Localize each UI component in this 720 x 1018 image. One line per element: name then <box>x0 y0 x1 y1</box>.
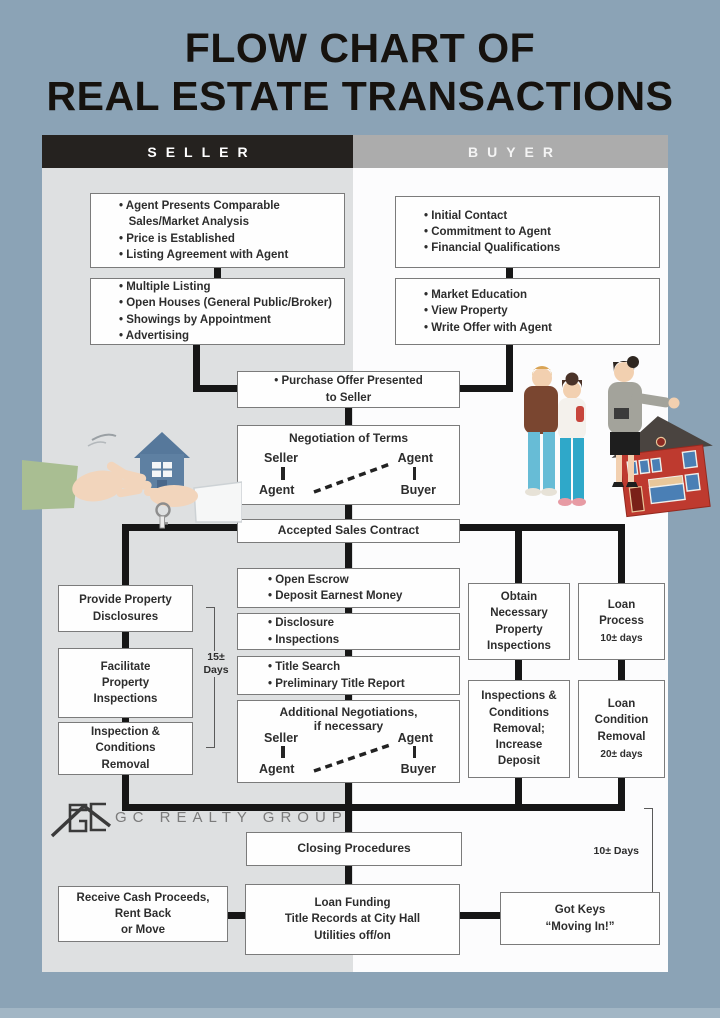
negotiation-left-bar <box>281 467 285 480</box>
negotiation-seller-agent-label: Agent <box>259 483 295 497</box>
additional-buyer-label: Buyer <box>400 762 436 776</box>
box-title-search: • Title Search • Preliminary Title Repor… <box>237 656 460 695</box>
box-open-escrow: • Open Escrow • Deposit Earnest Money <box>237 568 460 608</box>
connector <box>460 912 500 919</box>
title-line2: REAL ESTATE TRANSACTIONS <box>46 73 674 120</box>
connector <box>460 524 625 531</box>
box-loan-process: Loan Process 10± days <box>578 583 665 660</box>
gc-monogram-icon <box>50 802 112 838</box>
label-15-days: 15± Days <box>196 651 236 678</box>
connector <box>122 804 625 811</box>
loan-process-days: 10± days <box>600 633 643 645</box>
bracket-15-days <box>206 607 215 748</box>
connector <box>345 866 352 884</box>
connector <box>345 608 352 615</box>
additional-left-bar <box>281 746 285 758</box>
negotiation-right-bar <box>412 467 416 480</box>
connector <box>122 632 129 648</box>
connector <box>515 778 522 811</box>
box-inspection-conditions-removal: Inspection & Conditions Removal <box>58 722 193 775</box>
connector <box>193 385 237 392</box>
hands-keys-illustration <box>22 432 242 529</box>
connector <box>214 268 221 278</box>
connector <box>345 543 352 568</box>
seller-column-header: SELLER <box>42 135 353 168</box>
loan-condition-label: Loan Condition Removal <box>594 697 649 743</box>
additional-right-bar <box>412 746 416 758</box>
loan-condition-days: 20± days <box>600 748 643 760</box>
box-multiple-listing: • Multiple Listing • Open Houses (Genera… <box>90 278 345 345</box>
negotiation-seller-label: Seller <box>264 451 299 465</box>
connector <box>515 660 522 680</box>
house-viewing-illustration <box>524 356 713 518</box>
connector <box>122 775 129 811</box>
negotiation-agent-label: Agent <box>397 451 433 465</box>
box-agent-presents-comparable: • Agent Presents Comparable Sales/Market… <box>90 193 345 268</box>
negotiation-title: Negotiation of Terms <box>288 431 409 445</box>
additional-dashed-line <box>313 743 391 773</box>
bottom-edge-strip <box>0 1008 720 1018</box>
connector <box>345 505 352 519</box>
box-got-keys: Got Keys “Moving In!” <box>500 892 660 945</box>
connector <box>122 715 129 724</box>
connector <box>122 524 237 531</box>
connector <box>515 524 522 583</box>
box-disclosure-inspections: • Disclosure • Inspections <box>237 613 460 650</box>
box-negotiation-of-terms: Negotiation of Terms Seller Agent Agent … <box>237 425 460 505</box>
connector <box>618 778 625 811</box>
connector <box>460 385 513 392</box>
connector <box>506 345 513 392</box>
connector <box>228 912 245 919</box>
connector <box>345 408 352 425</box>
connector <box>345 650 352 658</box>
connector <box>193 345 200 392</box>
loan-process-label: Loan Process <box>599 598 644 627</box>
box-provide-disclosures: Provide Property Disclosures <box>58 585 193 632</box>
box-market-education: • Market Education • View Property • Wri… <box>395 278 660 345</box>
additional-seller-label: Seller <box>264 731 299 745</box>
connector <box>345 695 352 702</box>
logo-text: GC REALTY GROUP <box>115 809 348 826</box>
connector <box>618 524 625 583</box>
box-purchase-offer: • Purchase Offer Presented to Seller <box>237 371 460 408</box>
title-line1: FLOW CHART OF <box>184 25 536 71</box>
box-accepted-sales-contract: Accepted Sales Contract <box>237 519 460 543</box>
bracket-10-days <box>644 808 653 905</box>
additional-seller-agent-label: Agent <box>259 762 295 776</box>
negotiation-buyer-label: Buyer <box>400 483 436 497</box>
connector <box>506 268 513 278</box>
additional-agent-label: Agent <box>397 731 433 745</box>
box-loan-condition-removal: Loan Condition Removal 20± days <box>578 680 665 778</box>
connector <box>122 524 129 585</box>
box-closing-procedures: Closing Procedures <box>246 832 462 866</box>
box-obtain-inspections: Obtain Necessary Property Inspections <box>468 583 570 660</box>
negotiation-dashed-line <box>313 462 391 494</box>
connector <box>618 660 625 680</box>
box-inspections-conditions-removal-deposit: Inspections & Conditions Removal; Increa… <box>468 680 570 778</box>
additional-negotiations-title: Additional Negotiations, if necessary <box>279 705 418 733</box>
box-receive-cash-proceeds: Receive Cash Proceeds, Rent Back or Move <box>58 886 228 942</box>
box-additional-negotiations: Additional Negotiations, if necessary Se… <box>237 700 460 783</box>
buyer-column-header: BUYER <box>353 135 668 168</box>
box-loan-funding: Loan Funding Title Records at City Hall … <box>245 884 460 955</box>
box-facilitate-inspections: Facilitate Property Inspections <box>58 648 193 718</box>
box-initial-contact: • Initial Contact • Commitment to Agent … <box>395 196 660 268</box>
label-10-days: 10± Days <box>593 845 639 857</box>
